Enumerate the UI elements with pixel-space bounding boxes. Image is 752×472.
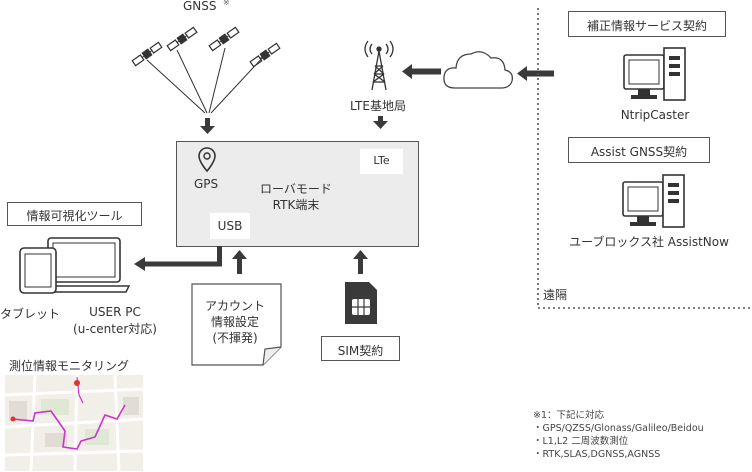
arrow-up-icon	[353, 250, 368, 274]
satellite-icon	[249, 42, 281, 68]
user-pc-sublabel: (u-center対応)	[73, 322, 157, 336]
base-station-label: LTE基地局	[350, 99, 406, 113]
arrow-down-icon	[373, 116, 388, 129]
gnss-label: GNSS	[183, 0, 217, 13]
arrow-up-icon	[232, 250, 247, 274]
monitoring-map	[4, 374, 144, 472]
satellite-icon	[166, 26, 198, 52]
lte-module	[360, 149, 403, 174]
correction-contract-box	[568, 11, 726, 37]
footnote-line3: ・RTK,SLAS,DGNSS,AGNSS	[533, 449, 661, 460]
sim-contract-label: SIM契約	[337, 344, 384, 358]
usb-port-label: USB	[217, 219, 243, 233]
remote-area-label: 遠隔	[543, 288, 568, 302]
usb-port	[210, 213, 250, 239]
rtk-terminal-label: RTK端末	[272, 198, 320, 212]
correction-contract-label: 補正情報サービス契約	[586, 19, 707, 33]
assist-contract-box	[568, 137, 710, 163]
arrow-left-icon	[402, 64, 441, 79]
satellite-icon	[208, 26, 240, 52]
rover-mode-label: ローバモード	[260, 182, 332, 196]
assist-contract-label: Assist GNSS契約	[590, 145, 688, 159]
laptop-icon	[37, 237, 131, 293]
cloud-icon	[443, 51, 513, 89]
footnote-line1: ・GPS/QZSS/Glonass/Galileo/Beidou	[533, 423, 704, 434]
gnss-footnote-mark: ※	[223, 0, 230, 7]
tablet-label: タブレット	[0, 307, 61, 321]
server-pc-icon	[623, 47, 686, 101]
viz-tool-label: 情報可視化ツール	[26, 209, 123, 223]
lte-module-label: LTe	[373, 154, 390, 167]
arrow-down-icon	[200, 118, 215, 134]
account-document	[191, 283, 282, 366]
account-line3: (不揮発)	[212, 331, 258, 345]
user-pc-label: USER PC	[89, 305, 141, 319]
assistnow-label: ユーブロックス社 AssistNow	[569, 235, 729, 249]
cell-tower-icon	[364, 40, 394, 91]
account-line1: アカウント	[204, 299, 265, 313]
ntripcaster-label: NtripCaster	[620, 108, 690, 122]
arrow-left-icon	[134, 246, 222, 271]
gps-label: GPS	[194, 177, 219, 191]
account-line2: 情報設定	[210, 315, 259, 329]
satellite-icon	[131, 41, 163, 67]
monitoring-label: 測位情報モニタリング	[9, 359, 130, 373]
viz-tool-box	[7, 202, 142, 226]
sim-card-icon	[345, 282, 377, 324]
footnote-title: ※1：下記に対応	[533, 410, 605, 421]
sim-contract-box	[321, 336, 400, 361]
footnote-line2: ・L1,L2 二周波数測位	[533, 436, 629, 447]
tablet-icon	[19, 247, 57, 294]
map-pin-icon	[198, 147, 216, 173]
arrow-left-icon	[517, 66, 554, 81]
remote-area-border	[537, 8, 752, 309]
server-pc-icon	[622, 174, 685, 228]
